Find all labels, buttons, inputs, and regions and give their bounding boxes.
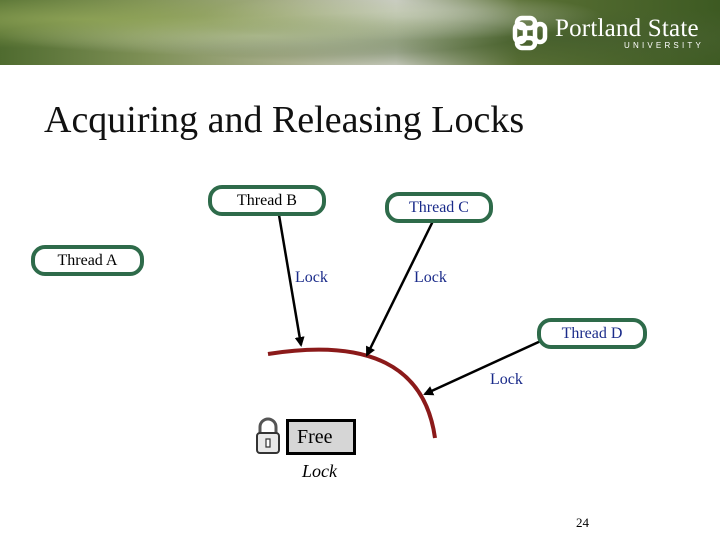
- logo-subtitle: UNIVERSITY: [624, 41, 705, 50]
- thread-d-box: Thread D: [537, 318, 647, 349]
- lock-arc: [267, 347, 437, 439]
- thread-b-box: Thread B: [208, 185, 326, 216]
- page-number: 24: [576, 515, 589, 530]
- padlock-icon: [256, 417, 280, 454]
- thread-a-box: Thread A: [31, 245, 144, 276]
- thread-c-box: Thread C: [385, 192, 493, 223]
- arrow-thread-b: [277, 214, 305, 347]
- lock-label-d: Lock: [490, 371, 523, 388]
- slide-title: Acquiring and Releasing Locks: [44, 99, 525, 141]
- arrow-thread-d: [423, 338, 544, 396]
- lock-label-b: Lock: [295, 269, 328, 286]
- lock-label-c: Lock: [414, 269, 447, 286]
- portland-state-logo-icon: [512, 15, 548, 51]
- arrow-thread-c: [365, 220, 435, 357]
- logo-name: Portland State: [555, 15, 699, 42]
- free-lock-box: Free: [286, 419, 356, 455]
- header-banner: Portland State UNIVERSITY: [0, 0, 720, 65]
- university-logo: Portland State UNIVERSITY: [512, 15, 701, 55]
- free-lock-caption: Lock: [302, 461, 337, 481]
